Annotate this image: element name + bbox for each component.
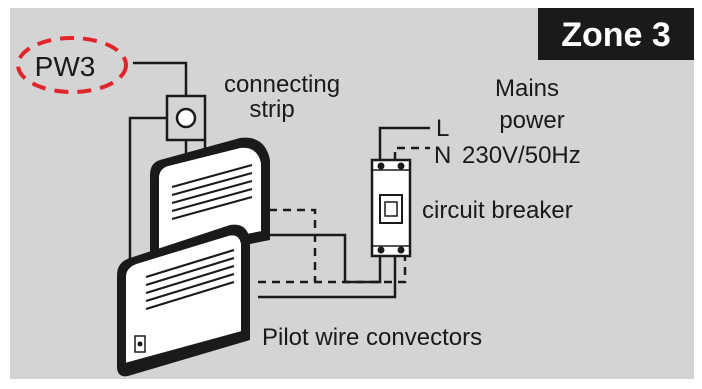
- neutral-terminal-label: N: [434, 142, 451, 169]
- mains-label-line2: power: [499, 107, 564, 134]
- mains-voltage-label: 230V/50Hz: [462, 142, 581, 169]
- pilot-wire-highlight: [16, 36, 128, 94]
- live-terminal-label: L: [436, 115, 449, 142]
- mains-label-line1: Mains: [495, 75, 559, 102]
- zone-label: Zone 3: [561, 16, 671, 54]
- wiring: [128, 61, 430, 299]
- convectors-label: Pilot wire convectors: [262, 324, 482, 351]
- connecting-strip-label-line1: connecting: [224, 71, 340, 98]
- circuit-breaker-label: circuit breaker: [422, 197, 573, 224]
- pilot-wire-label: PW3: [35, 51, 96, 82]
- zone-badge: [538, 8, 694, 60]
- connecting-strip-label-line2: strip: [249, 96, 294, 123]
- convector-front: [117, 224, 250, 377]
- circuit-breaker: [370, 158, 412, 258]
